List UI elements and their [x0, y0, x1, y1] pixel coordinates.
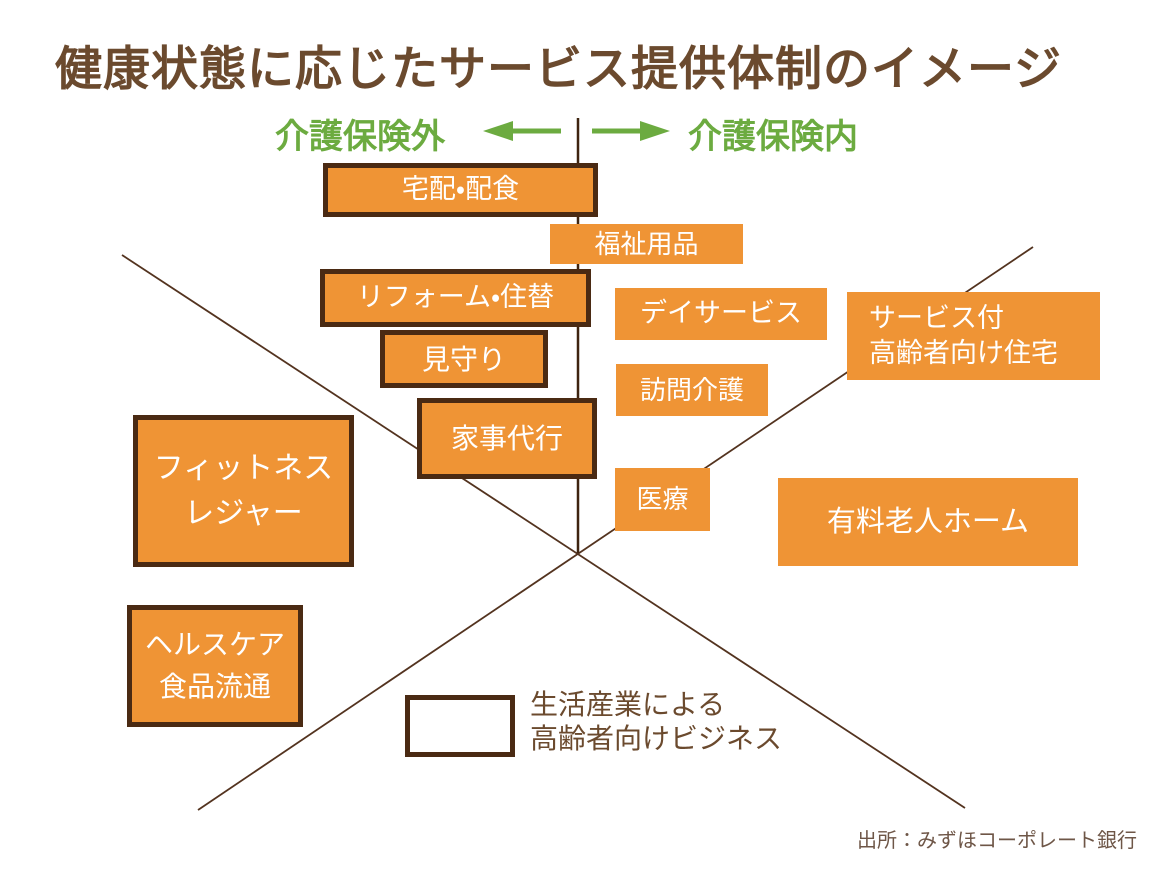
- arrow-right-icon: [592, 121, 670, 141]
- label-outside-care-insurance: 介護保険外: [275, 118, 445, 156]
- page-title: 健康状態に応じたサービス提供体制のイメージ: [55, 42, 1063, 95]
- box-fitness-leisure: フィットネス レジャー: [133, 415, 354, 567]
- box-day-service: デイサービス: [615, 288, 827, 340]
- box-serviced-senior-housing: サービス付 高齢者向け住宅: [847, 292, 1100, 380]
- box-housekeeping-service: 家事代行: [417, 398, 597, 479]
- box-monitoring: 見守り: [380, 330, 548, 388]
- source-attribution: 出所：みずほコーポレート銀行: [857, 830, 1137, 852]
- box-medical-care: 医療: [615, 468, 710, 531]
- box-home-delivery-meals: 宅配・配食: [323, 163, 598, 217]
- box-welfare-equipment: 福祉用品: [550, 224, 743, 264]
- box-reform-relocation: リフォーム・住替: [320, 269, 591, 327]
- box-home-visit-care: 訪問介護: [616, 364, 768, 416]
- legend-label: 生活産業による 高齢者向けビジネス: [530, 689, 783, 755]
- arrow-left-icon: [483, 121, 561, 141]
- label-inside-care-insurance: 介護保険内: [688, 118, 858, 156]
- box-paid-nursing-home: 有料老人ホーム: [778, 478, 1078, 566]
- box-healthcare-food-distribution: ヘルスケア 食品流通: [127, 605, 303, 727]
- diagonal-line-descending: [121, 254, 966, 809]
- legend-swatch-icon: [405, 695, 515, 757]
